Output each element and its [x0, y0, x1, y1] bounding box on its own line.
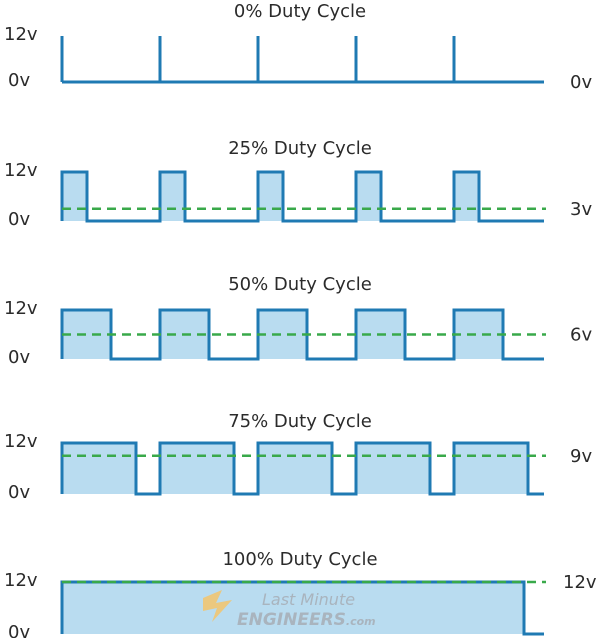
- logo-mark-icon: [203, 590, 232, 622]
- low-level-label: 0v: [8, 209, 30, 230]
- pwm-panels: 0% Duty Cycle 12v 0v 0v 25% Duty Cycle 12v 0v 3…: [4, 1, 597, 638]
- signal-waveform: [60, 441, 544, 496]
- pulse-fill: [454, 172, 479, 221]
- panel-duty-100: 100% Duty Cycle 12v 0v 12v: [4, 549, 597, 638]
- pulse-fill: [454, 310, 503, 359]
- high-level-label: 12v: [4, 570, 38, 591]
- high-level-label: 12v: [4, 298, 38, 319]
- signal-waveform: [60, 170, 544, 223]
- pulse-fill: [258, 172, 283, 221]
- low-level-label: 0v: [8, 622, 30, 638]
- pulse-fill: [160, 443, 234, 494]
- signal-waveform: [60, 580, 544, 636]
- average-voltage-label: 3v: [570, 199, 592, 220]
- watermark-logo: Last Minute ENGINEERS.com: [203, 590, 376, 630]
- pulse-fill: [160, 172, 185, 221]
- high-level-label: 12v: [4, 24, 38, 45]
- pulse-fill: [62, 172, 87, 221]
- panel-title: 75% Duty Cycle: [228, 411, 372, 432]
- pulse-fill: [258, 310, 307, 359]
- low-level-label: 0v: [8, 482, 30, 503]
- panel-title: 50% Duty Cycle: [228, 274, 372, 295]
- average-voltage-label: 6v: [570, 325, 592, 346]
- panel-duty-25: 25% Duty Cycle 12v 0v 3v: [4, 138, 592, 230]
- pulse-fill: [258, 443, 332, 494]
- panel-title: 0% Duty Cycle: [234, 1, 366, 22]
- signal-fill: [62, 582, 524, 634]
- average-voltage-label: 0v: [570, 72, 592, 93]
- signal-waveform: [60, 308, 544, 361]
- high-level-label: 12v: [4, 160, 38, 181]
- average-voltage-label: 9v: [570, 446, 592, 467]
- panel-title: 100% Duty Cycle: [222, 549, 377, 570]
- watermark-line2: ENGINEERS.com: [237, 610, 376, 630]
- low-level-label: 0v: [8, 347, 30, 368]
- pulse-fill: [356, 443, 430, 494]
- average-voltage-label: 12v: [563, 572, 597, 593]
- panel-duty-50: 50% Duty Cycle 12v 0v 6v: [4, 274, 592, 368]
- panel-title: 25% Duty Cycle: [228, 138, 372, 159]
- high-level-label: 12v: [4, 431, 38, 452]
- panel-duty-75: 75% Duty Cycle 12v 0v 9v: [4, 411, 592, 503]
- low-level-label: 0v: [8, 70, 30, 91]
- watermark-line2-suffix: .com: [346, 615, 376, 628]
- watermark-line1: Last Minute: [262, 590, 355, 609]
- pulse-fill: [454, 443, 528, 494]
- pulse-fill: [356, 172, 381, 221]
- pulse-fill: [62, 443, 136, 494]
- panel-duty-0: 0% Duty Cycle 12v 0v 0v: [4, 1, 592, 93]
- watermark-line2-main: ENGINEERS: [237, 610, 346, 630]
